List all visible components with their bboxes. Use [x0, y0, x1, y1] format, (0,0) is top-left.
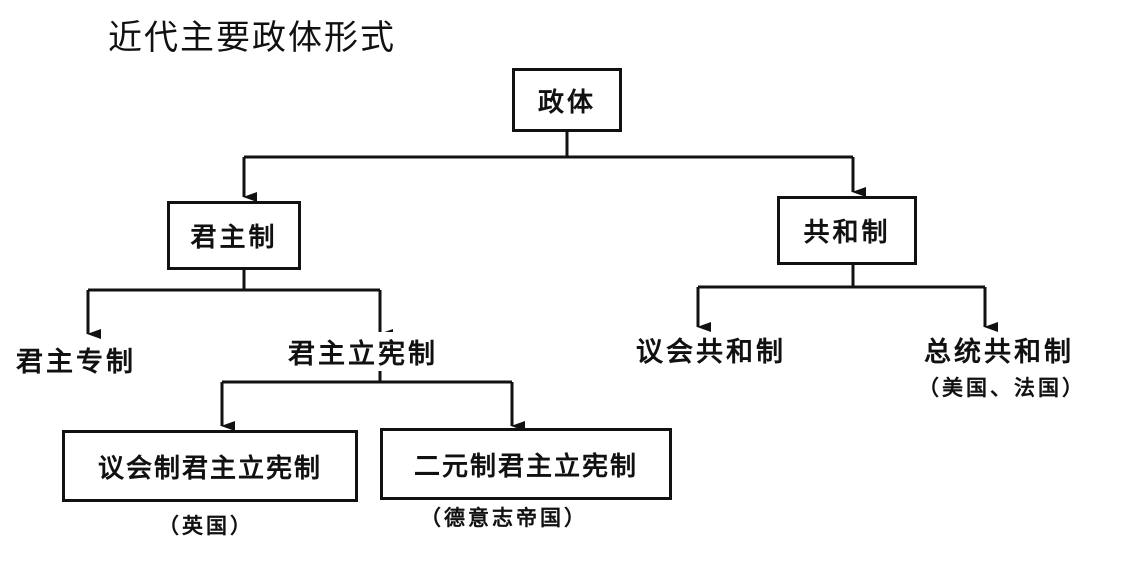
- dual-monarchy-note: （德意志帝国）: [420, 506, 588, 530]
- root-node: 政体: [512, 68, 622, 132]
- absolute-monarchy-label: 君主专制: [16, 347, 136, 378]
- dual-monarchy-node: 二元制君主立宪制: [380, 428, 672, 500]
- monarchy-node-label: 君主制: [190, 223, 278, 253]
- parliamentary-monarchy-label: 议会制君主立宪制: [97, 453, 322, 484]
- presidential-republic-label: 总统共和制: [924, 337, 1074, 368]
- root-node-label: 政体: [537, 87, 596, 118]
- parliamentary-monarchy-node: 议会制君主立宪制: [62, 430, 358, 502]
- monarchy-node: 君主制: [167, 201, 301, 270]
- presidential-republic-note: （美国、法国）: [918, 376, 1086, 400]
- dual-monarchy-label: 二元制君主立宪制: [413, 451, 638, 482]
- diagram-title: 近代主要政体形式: [108, 18, 396, 58]
- parliamentary-republic-label: 议会共和制: [636, 337, 786, 368]
- republic-node: 共和制: [777, 196, 917, 265]
- republic-node-label: 共和制: [803, 218, 891, 248]
- parliamentary-monarchy-note: （英国）: [158, 514, 254, 538]
- constitutional-monarchy-label: 君主立宪制: [288, 332, 438, 371]
